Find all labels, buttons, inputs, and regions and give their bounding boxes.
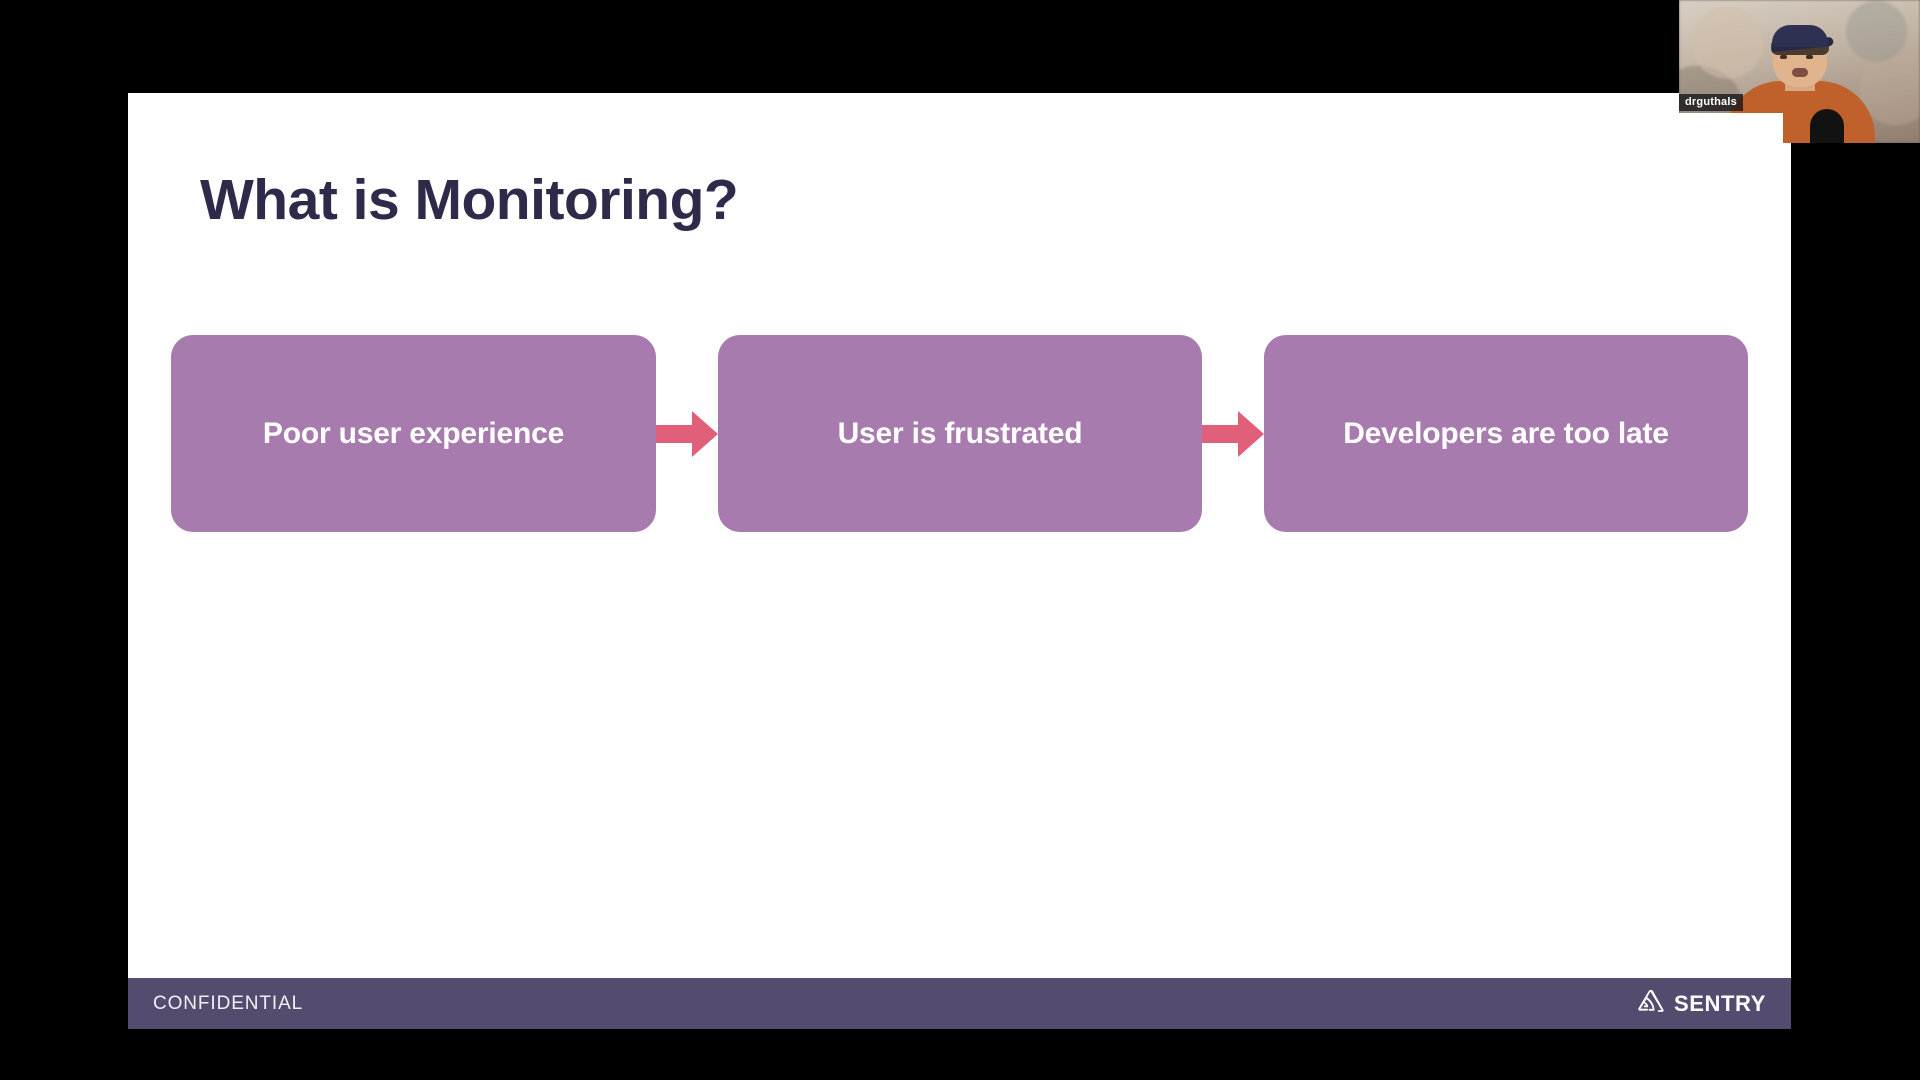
presenter-eye-left — [1779, 55, 1787, 59]
flow-step-box-2: User is frustrated — [718, 335, 1202, 532]
microphone-icon — [1809, 109, 1844, 143]
sentry-logo-icon — [1637, 989, 1665, 1018]
participant-name-badge: drguthals — [1679, 93, 1743, 111]
webcam-thumbnail[interactable]: drguthals — [1679, 0, 1920, 143]
arrow-right-icon — [656, 335, 718, 532]
flow-step-box-1: Poor user experience — [171, 335, 656, 532]
presenter-cap — [1771, 25, 1828, 47]
webcam-presenter-figure — [1724, 25, 1875, 143]
process-flow-diagram: Poor user experience User is frustrated — [171, 335, 1748, 532]
presenter-eye-right — [1805, 55, 1813, 59]
page-title: What is Monitoring? — [200, 168, 739, 232]
presenter-mouth — [1791, 68, 1808, 77]
flow-step-label-2: User is frustrated — [837, 416, 1083, 450]
slide-content-area: What is Monitoring? Poor user experience… — [128, 93, 1791, 978]
presentation-slide: What is Monitoring? Poor user experience… — [128, 93, 1791, 1029]
flow-step-label-3: Developers are too late — [1343, 416, 1669, 450]
flow-step-box-3: Developers are too late — [1264, 335, 1748, 532]
sentry-wordmark: SENTRY — [1673, 990, 1766, 1016]
webcam-corner-notch — [1679, 113, 1783, 143]
flow-step-label-1: Poor user experience — [262, 416, 565, 450]
slide-footer: CONFIDENTIAL SENTRY — [128, 978, 1791, 1029]
sentry-logo: SENTRY — [1637, 989, 1766, 1018]
confidential-label: CONFIDENTIAL — [153, 992, 304, 1014]
arrow-right-icon — [1202, 335, 1264, 532]
